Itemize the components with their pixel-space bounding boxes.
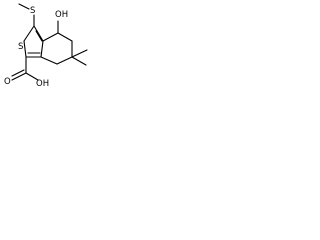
bond-c4-c5 [57, 32, 73, 42]
bond-c3-c3-double [35, 30, 43, 42]
bond-cooh-oh [25, 72, 39, 81]
bond-c3a-c7a [40, 40, 44, 58]
bond-cooh-o-double [11, 69, 25, 77]
molecule-diagram: OH S S O OH [0, 0, 106, 104]
bond-c6-c7 [56, 56, 73, 65]
bond-c3-c3a [33, 25, 44, 42]
cooh-oh-label: OH [36, 79, 49, 89]
molecule-structure: OH S S O OH [4, 3, 88, 89]
bond-c7-c7a [40, 56, 58, 65]
bond-c6-me1 [71, 49, 88, 58]
bond-c6-me2 [71, 56, 87, 66]
ring-s-label: S [18, 42, 23, 52]
bond-s2-c1 [23, 40, 27, 58]
bond-c3a-c4 [42, 32, 59, 42]
oh-label: OH [55, 10, 68, 20]
bond-cooh-o [11, 72, 27, 81]
bond-c3-s2 [23, 25, 35, 42]
carbonyl-o-label: O [4, 77, 11, 87]
thioether-s-label: S [30, 6, 35, 16]
bond-s-ch3 [18, 3, 30, 10]
